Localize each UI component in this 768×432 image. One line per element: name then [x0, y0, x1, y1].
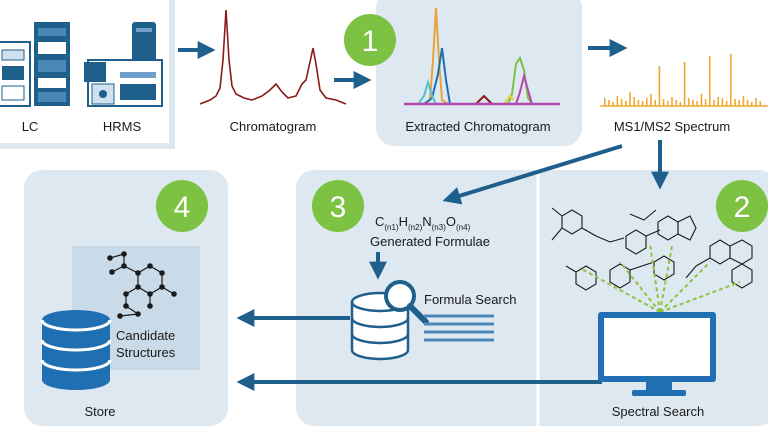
spectrum-bars [604, 54, 761, 106]
spectrum-bar [709, 56, 711, 106]
spectrum-bar [679, 102, 682, 106]
match-lines [579, 243, 741, 313]
spectrum-bar [734, 99, 736, 106]
lc-instrument-icon [0, 22, 70, 107]
spectrum-bar [616, 96, 619, 106]
spectrum-bar [650, 94, 652, 106]
spectrum-bar [717, 97, 719, 106]
spectrum-bar [629, 92, 631, 106]
candidate-label-line1: Candidate [116, 328, 175, 343]
spectrum-bar [637, 100, 640, 106]
store-label: Store [84, 404, 115, 419]
step-badge-4: 4 [156, 180, 208, 232]
spectrum-bar [646, 98, 648, 106]
store-database-icon [40, 310, 112, 390]
spectrum-bar [746, 100, 749, 106]
spectrum-bar [641, 101, 644, 106]
spectrum-bar [751, 102, 753, 106]
spectrum-bar [612, 102, 614, 106]
magnifier-icon [384, 280, 429, 325]
spectrum-bar [683, 62, 686, 106]
chromatogram-label: Chromatogram [230, 119, 317, 134]
spectral-search-label: Spectral Search [612, 404, 705, 419]
chromatogram-trace [199, 9, 347, 105]
spectrum-bar [713, 100, 715, 106]
arrow-to-formulae [442, 144, 623, 205]
step1-panel [376, 0, 582, 146]
candidate-molecule-icon [107, 251, 177, 319]
spectrum-bar [688, 98, 690, 106]
svg-text:2: 2 [734, 191, 751, 224]
spectrum-bar [759, 101, 761, 106]
svg-text:3: 3 [330, 191, 347, 224]
spectrum-bar [604, 98, 606, 106]
spectrum-bar [608, 100, 610, 106]
spectrum-bar [742, 96, 745, 106]
spectrum-bar [738, 100, 740, 106]
candidate-label-line2: Structures [116, 345, 176, 360]
spectrum-bar [692, 100, 694, 106]
formula-search-label: Formula Search [424, 292, 516, 307]
spectrum-label: MS1/MS2 Spectrum [614, 119, 730, 134]
hrms-label: HRMS [103, 119, 142, 134]
hrms-instrument-icon [84, 22, 163, 107]
spectrum-bar [662, 99, 665, 106]
generated-formulae-label: Generated Formulae [370, 234, 490, 249]
spectrum-bar [675, 100, 677, 106]
step-badge-3: 3 [312, 180, 364, 232]
svg-text:1: 1 [362, 25, 379, 58]
result-lines [424, 314, 494, 342]
spectrum-bar [755, 98, 757, 106]
spectrum-bar [725, 101, 728, 106]
spectrum-bar [667, 101, 669, 106]
spectrum-bar [625, 101, 627, 106]
extracted-chromatogram-traces [404, 7, 560, 106]
spectrum-bar [730, 54, 732, 106]
monitor-icon [598, 312, 716, 396]
step-badge-2: 2 [716, 180, 768, 232]
spectrum-bar [700, 94, 703, 106]
spectrum-bar [658, 66, 661, 106]
spectrum-bar [721, 98, 724, 106]
spectrum-bar [704, 99, 707, 106]
lc-label: LC [22, 119, 39, 134]
extracted-chromatogram-label: Extracted Chromatogram [405, 119, 550, 134]
spectrum-bar [654, 100, 656, 106]
step-badge-1: 1 [344, 14, 396, 66]
svg-text:4: 4 [174, 191, 191, 224]
spectrum-bar [620, 99, 623, 106]
spectrum-bar [671, 97, 673, 106]
formula-text: C(n1)H(n2)N(n3)O(n4) [375, 214, 471, 232]
flow-arrows [178, 39, 669, 391]
library-molecules-icon [551, 207, 753, 291]
spectrum-bar [633, 97, 635, 106]
spectrum-bar [696, 101, 698, 106]
